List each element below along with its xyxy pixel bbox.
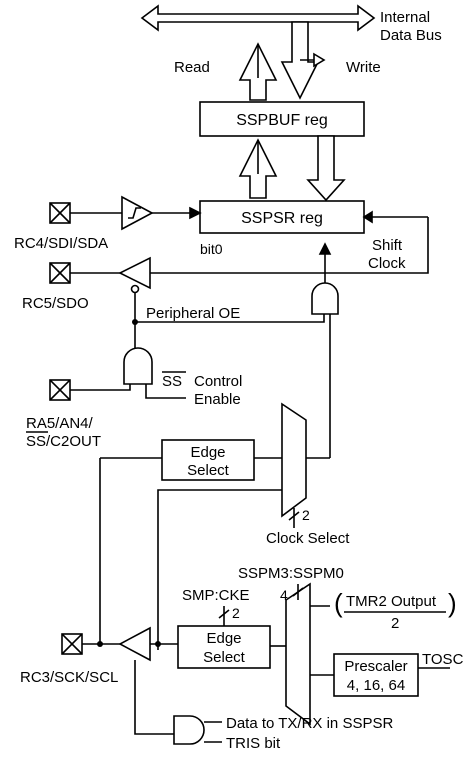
rc5-pin-label: RC5/SDO <box>22 295 89 312</box>
schmitt-trigger-buffer-icon <box>121 195 154 231</box>
prescaler-label-2: 4, 16, 64 <box>347 677 405 694</box>
clock-select-mux-icon <box>281 402 307 518</box>
shift-clock-and-gate-icon <box>311 282 339 315</box>
ra5-pin-label-1: RA5/AN4/ <box>26 415 94 432</box>
sdo-output-buffer-icon <box>118 256 151 290</box>
edge-select-upper <box>161 439 255 481</box>
prescaler-label-1: Prescaler <box>344 658 407 675</box>
edge-select-lower-label-1: Edge <box>206 630 241 647</box>
ra5-pin-label-2: SS/C2OUT <box>26 433 101 450</box>
internal-data-bus-arrow <box>140 4 376 32</box>
sspbuf-register-label: SSPBUF reg <box>236 112 328 129</box>
ra5-pin-icon <box>49 379 71 401</box>
rc4-pin-icon <box>49 202 71 224</box>
sspsr-register-label: SSPSR reg <box>241 210 323 227</box>
ss-control-and-gate-icon <box>123 347 153 385</box>
rc3-pin-label: RC3/SCK/SCL <box>20 669 118 686</box>
clock-select-width: 2 <box>302 507 310 523</box>
edge-select-upper-label-2: Select <box>187 462 230 479</box>
tmr2-open-paren: ( <box>334 588 343 618</box>
clock-source-mux-icon <box>285 582 311 726</box>
tris-bit-label: TRIS bit <box>226 735 281 752</box>
peripheral-oe-label: Peripheral OE <box>146 305 240 322</box>
tmr2-divisor: 2 <box>391 615 399 632</box>
ss-overbar-label: SS <box>162 373 182 390</box>
write-label: Write <box>346 59 381 76</box>
prescaler-block <box>333 653 419 697</box>
control-label: Control <box>194 373 242 390</box>
sspbuf-to-sspsr-arrow <box>306 135 346 202</box>
edge-select-lower-label-2: Select <box>203 649 246 666</box>
edge-select-upper-label-1: Edge <box>190 444 225 461</box>
sck-buffer-icon <box>118 626 151 662</box>
sspsr-to-sspbuf-arrow <box>238 138 278 199</box>
rc3-pin-icon <box>61 633 83 655</box>
sspm-width: 4 <box>280 587 288 603</box>
tmr2-output-label: TMR2 Output <box>346 593 437 610</box>
data-txrx-label: Data to TX/RX in SSPSR <box>226 715 393 732</box>
rc4-pin-label: RC4/SDI/SDA <box>14 235 108 252</box>
data-txrx-and-gate-icon <box>173 715 205 745</box>
smp-cke-label: SMP:CKE <box>182 587 250 604</box>
clock-select-label: Clock Select <box>266 530 350 547</box>
bit0-label: bit0 <box>200 241 223 257</box>
smp-cke-width: 2 <box>232 605 240 621</box>
shift-clock-label-1: Shift <box>372 237 403 254</box>
shift-clock-label-2: Clock <box>368 255 406 272</box>
read-arrow <box>238 42 278 101</box>
rc5-pin-icon <box>49 262 71 284</box>
tosc-label: TOSC <box>422 651 464 668</box>
internal-data-bus-label-2: Data Bus <box>380 27 442 44</box>
sspbuf-register <box>199 101 365 137</box>
internal-data-bus-label-1: Internal <box>380 9 430 26</box>
sspm-label: SSPM3:SSPM0 <box>238 565 344 582</box>
tmr2-close-paren: ) <box>448 588 457 618</box>
read-label: Read <box>174 59 210 76</box>
sspsr-register <box>199 200 365 234</box>
enable-label: Enable <box>194 391 241 408</box>
